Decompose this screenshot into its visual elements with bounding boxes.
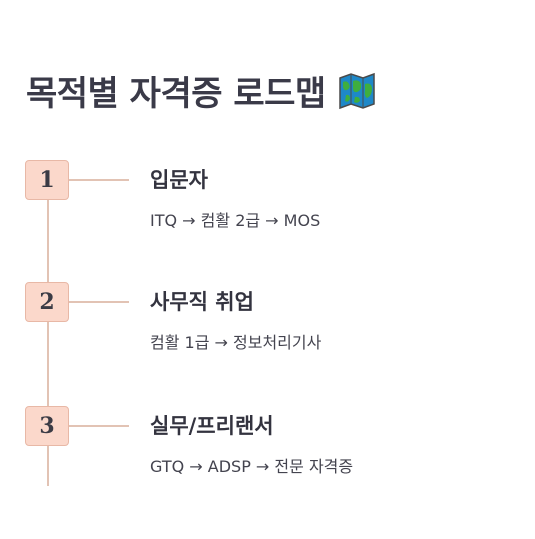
world-map-icon [338,72,376,110]
step-connector [69,301,129,303]
step-number-badge: 1 [25,160,69,200]
step-2: 2 사무직 취업 컴활 1급 → 정보처리기사 [0,282,535,362]
step-number-badge: 2 [25,282,69,322]
step-description: GTQ → ADSP → 전문 자격증 [150,457,354,476]
step-title: 입문자 [150,168,208,192]
step-1: 1 입문자 ITQ → 컴활 2급 → MOS [0,160,535,240]
step-description: 컴활 1급 → 정보처리기사 [150,333,322,352]
step-number-badge: 3 [25,406,69,446]
step-3: 3 실무/프리랜서 GTQ → ADSP → 전문 자격증 [0,406,535,486]
timeline-line [47,180,49,486]
step-description: ITQ → 컴활 2급 → MOS [150,211,321,230]
page-title-text: 목적별 자격증 로드맵 [26,74,326,114]
page-title: 목적별 자격증 로드맵 [26,66,376,115]
step-title: 사무직 취업 [150,290,254,314]
step-connector [69,179,129,181]
step-connector [69,425,129,427]
step-title: 실무/프리랜서 [150,414,274,438]
